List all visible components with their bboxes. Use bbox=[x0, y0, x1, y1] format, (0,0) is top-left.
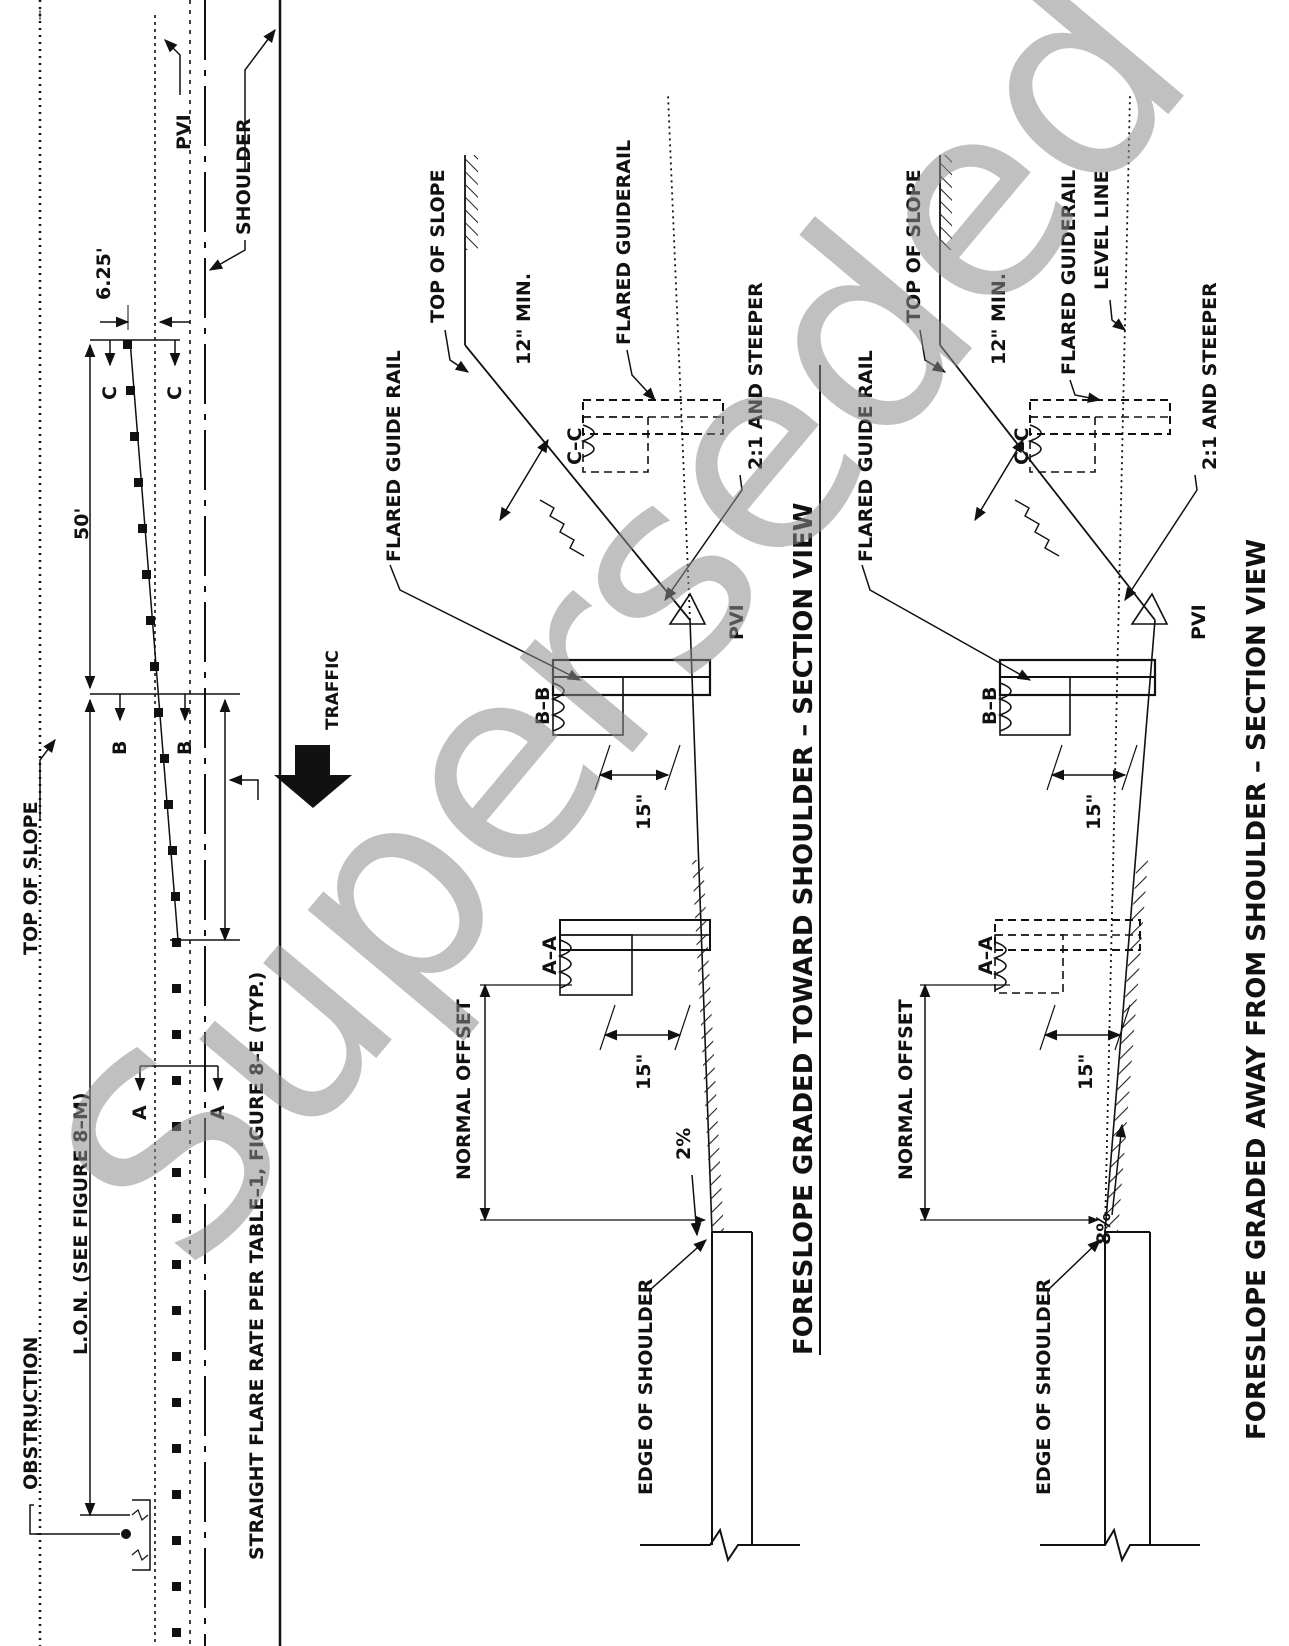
flared-rail-line bbox=[129, 339, 179, 941]
toward-sec-cc-label: C–C bbox=[564, 428, 586, 465]
toward-top-of-slope-label: TOP OF SLOPE bbox=[427, 169, 449, 323]
lon-label: L.O.N. (SEE FIGURE 8–M) bbox=[70, 1092, 92, 1355]
toward-sec-aa-label: A–A bbox=[539, 936, 561, 975]
dim-625-label: 6.25' bbox=[93, 247, 115, 300]
away-12-min-label: 12" MIN. bbox=[988, 273, 1010, 365]
away-pvi-label: PVI bbox=[1188, 604, 1210, 640]
away-level-line-label: LEVEL LINE bbox=[1091, 170, 1113, 290]
toward-section-title: FORESLOPE GRADED TOWARD SHOULDER – SECTI… bbox=[789, 503, 819, 1355]
away-normal-offset-label: NORMAL OFFSET bbox=[895, 999, 917, 1180]
toward-dim-15-a-label: 15" bbox=[633, 1054, 655, 1090]
away-edge-of-shoulder-label: EDGE OF SHOULDER bbox=[1033, 1278, 1055, 1495]
toward-edge-of-shoulder-label: EDGE OF SHOULDER bbox=[635, 1278, 657, 1495]
top-of-slope-label: TOP OF SLOPE bbox=[20, 801, 42, 955]
toward-normal-offset-label: NORMAL OFFSET bbox=[453, 999, 475, 1180]
away-slope-label: 2:1 AND STEEPER bbox=[1199, 282, 1221, 470]
away-flared-guiderail-label: FLARED GUIDERAIL bbox=[1058, 170, 1080, 375]
away-top-of-slope-label: TOP OF SLOPE bbox=[903, 169, 925, 323]
away-sec-cc-label: C–C bbox=[1011, 428, 1033, 465]
away-dim-15-b-label: 15" bbox=[1083, 794, 1105, 830]
section-away-from-shoulder: FLARED GUIDE RAIL TOP OF SLOPE 12" MIN. … bbox=[855, 94, 1272, 1563]
toward-12-min-label: 12" MIN. bbox=[513, 273, 535, 365]
shoulder-label: SHOULDER bbox=[233, 118, 255, 235]
away-sec-bb-label: B–B bbox=[979, 687, 1001, 725]
traffic-label: TRAFFIC bbox=[323, 650, 343, 730]
pvi-label: PVI bbox=[173, 114, 195, 150]
section-c-left: C bbox=[99, 386, 121, 400]
toward-slope-label: 2:1 AND STEEPER bbox=[745, 282, 767, 470]
away-sec-aa-label: A–A bbox=[975, 936, 997, 975]
section-b-left: B bbox=[109, 741, 131, 755]
obstruction-symbol bbox=[29, 1499, 151, 1571]
toward-grade-label: 2% bbox=[673, 1128, 695, 1160]
section-c-right: C bbox=[164, 386, 186, 400]
away-grade-label: 8% bbox=[1093, 1213, 1115, 1245]
toward-sec-bb-label: B–B bbox=[532, 687, 554, 725]
toward-dim-15-b-label: 15" bbox=[633, 794, 655, 830]
straight-flare-label: STRAIGHT FLARE RATE PER TABLE–1, FIGURE … bbox=[246, 972, 268, 1560]
dim-50-label: 50' bbox=[71, 508, 93, 540]
traffic-arrow-icon bbox=[274, 745, 352, 808]
plan-view: OBSTRUCTION TOP OF SLOPE L.O.N. (SEE FIG… bbox=[20, 0, 352, 1646]
section-b-right: B bbox=[174, 741, 196, 755]
toward-flared-guide-rail-label: FLARED GUIDE RAIL bbox=[383, 350, 405, 562]
obstruction-label: OBSTRUCTION bbox=[20, 1337, 42, 1490]
guiderail-posts bbox=[123, 340, 181, 1637]
section-a-left: A bbox=[129, 1105, 151, 1120]
away-dim-15-a-label: 15" bbox=[1075, 1054, 1097, 1090]
section-toward-shoulder: FLARED GUIDE RAIL TOP OF SLOPE 12" MIN. … bbox=[383, 94, 821, 1563]
toward-flared-guiderail-label: FLARED GUIDERAIL bbox=[613, 140, 635, 345]
away-section-title: FORESLOPE GRADED AWAY FROM SHOULDER – SE… bbox=[1242, 539, 1272, 1440]
section-a-right: A bbox=[207, 1105, 229, 1120]
away-flared-guide-rail-label: FLARED GUIDE RAIL bbox=[855, 350, 877, 562]
toward-pvi-label: PVI bbox=[726, 604, 748, 640]
